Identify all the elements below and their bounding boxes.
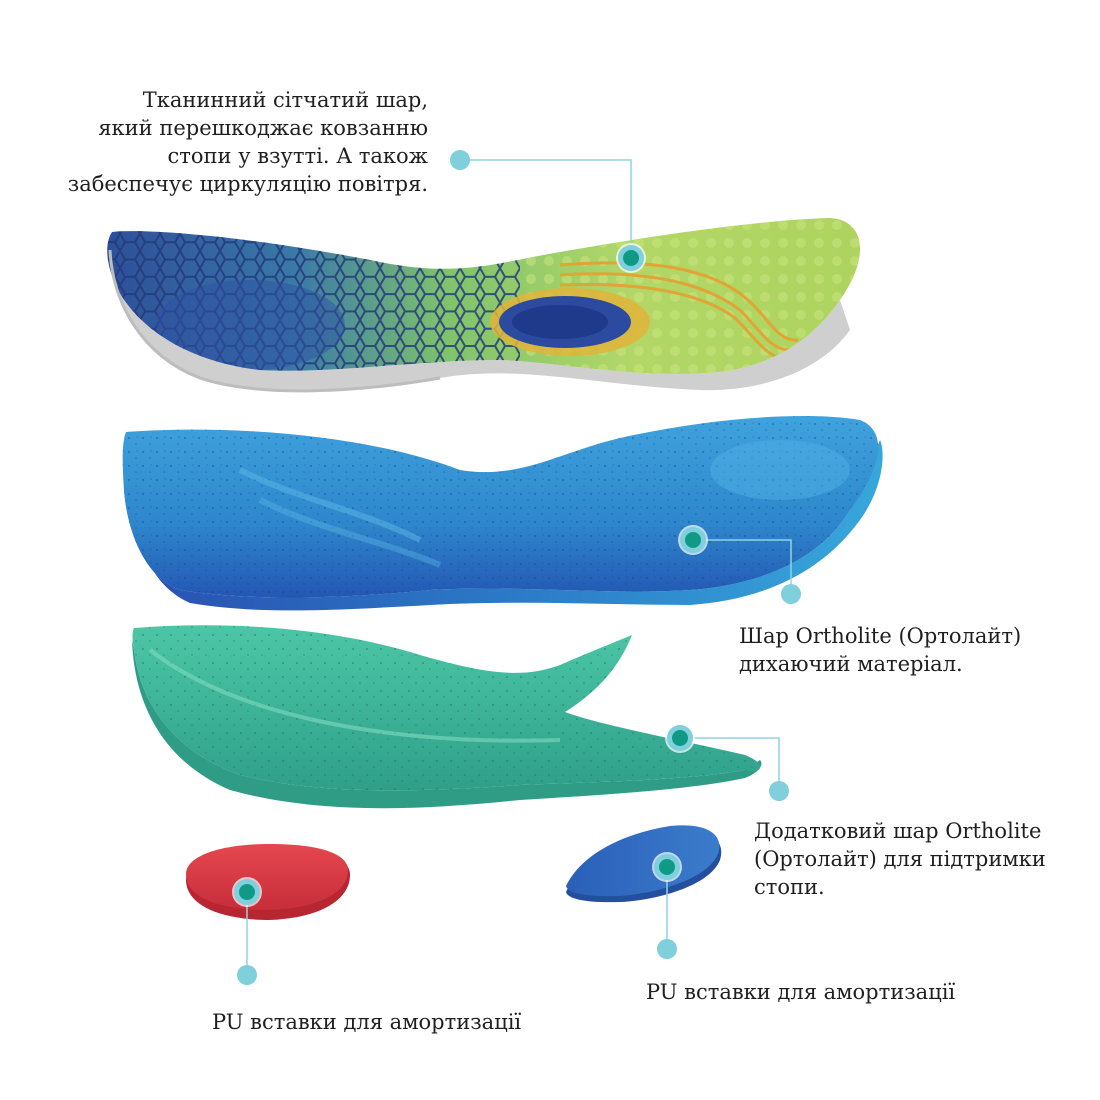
marker-dot-support-end: [769, 781, 789, 801]
callout-mesh-line-2: який перешкоджає ковзанню: [98, 116, 428, 140]
callout-support-line-1: Додатковий шар Ortholite: [754, 819, 1042, 843]
pu-insert-red-illustration: [186, 844, 350, 920]
leader-line-mesh: [460, 159, 632, 258]
callout-mesh-layer: Тканинний сітчатий шар, який перешкоджає…: [68, 86, 428, 198]
callout-support-line-3: стопи.: [754, 875, 825, 899]
marker-dot-ortholite-end: [781, 584, 801, 604]
callout-mesh-line-4: забеспечує циркуляцію повітря.: [67, 172, 428, 196]
marker-mesh: [616, 243, 646, 273]
callout-pu-right-text: PU вставки для амортизації: [646, 980, 956, 1004]
leader-line-support: [680, 737, 780, 791]
callout-ortholite-line-1: Шар Ortholite (Ортолайт): [739, 624, 1022, 648]
callout-mesh-line-1: Тканинний сітчатий шар,: [142, 88, 428, 112]
mesh-layer-illustration: [107, 218, 861, 393]
callout-support-layer: Додатковий шар Ortholite (Ортолайт) для …: [754, 817, 1046, 901]
marker-pu-right: [652, 852, 682, 882]
marker-ortholite: [678, 525, 708, 555]
callout-mesh-line-3: стопи у взутті. А також: [167, 144, 428, 168]
callout-ortholite-layer: Шар Ortholite (Ортолайт) дихаючий матері…: [739, 622, 1021, 678]
callout-pu-insert-left: PU вставки для амортизації: [212, 1008, 521, 1036]
callout-pu-left-text: PU вставки для амортизації: [212, 1010, 522, 1034]
marker-dot-pu-right-end: [657, 939, 677, 959]
callout-pu-insert-right: PU вставки для амортизації: [646, 978, 955, 1006]
leader-line-ortholite: [693, 539, 792, 594]
pu-insert-blue-illustration: [566, 825, 722, 903]
marker-dot-mesh-end: [450, 150, 470, 170]
marker-support: [665, 723, 695, 753]
callout-support-line-2: (Ортолайт) для підтримки: [754, 847, 1046, 871]
callout-ortholite-line-2: дихаючий матеріал.: [739, 652, 963, 676]
markers: [232, 150, 801, 985]
marker-pu-left: [232, 877, 262, 907]
ortholite-layer-illustration: [122, 416, 883, 611]
support-layer-illustration: [132, 625, 762, 809]
marker-dot-pu-left-end: [237, 965, 257, 985]
